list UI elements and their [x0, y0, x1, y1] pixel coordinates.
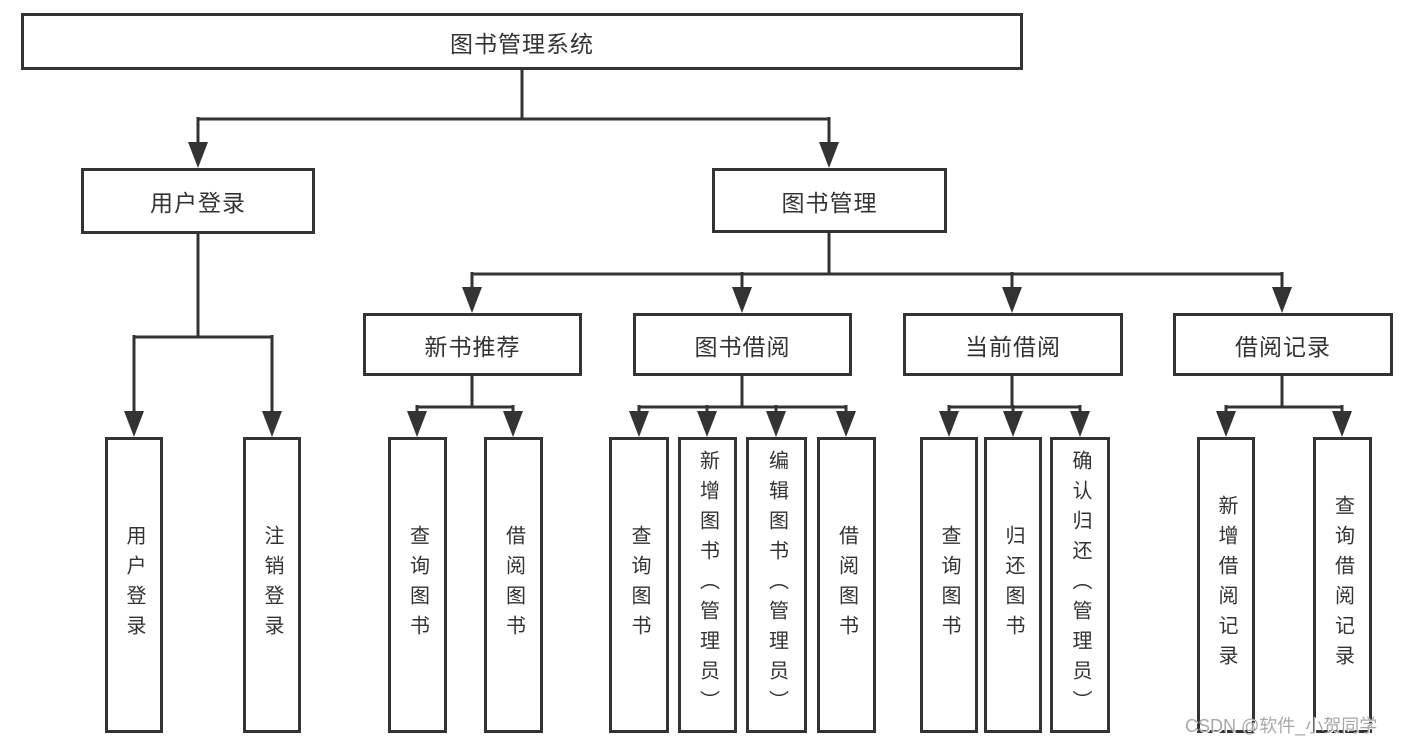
connector-root-to-level2: [188, 70, 839, 168]
arrowhead: [766, 411, 786, 437]
node-book-borrow-label: 图书借阅: [694, 333, 791, 360]
node-leaf-confirm-return-label: 确认归还（管理员）: [1069, 450, 1091, 720]
arrowhead: [1070, 411, 1090, 437]
arrowhead: [407, 411, 427, 437]
arrowhead: [1332, 411, 1352, 437]
node-book-mgmt: 图书管理: [712, 168, 947, 233]
node-leaf-add-record: 新增借阅记录: [1197, 437, 1255, 733]
arrowhead: [1002, 287, 1022, 313]
node-leaf-query-book-3-label: 查询图书: [938, 525, 960, 645]
node-leaf-add-book: 新增图书（管理员）: [678, 437, 737, 733]
connector-borrow-records-to-leaves: [1216, 376, 1352, 437]
connector-user-login-to-leaves: [124, 234, 282, 437]
arrowhead: [462, 287, 482, 313]
arrowhead: [629, 411, 649, 437]
node-user-login: 用户登录: [81, 168, 315, 234]
node-leaf-query-book-2: 查询图书: [609, 437, 669, 733]
arrowhead: [732, 287, 752, 313]
node-leaf-user-login-label: 用户登录: [123, 525, 145, 645]
node-leaf-query-book-1-label: 查询图书: [406, 525, 429, 645]
csdn-watermark: CSDN @软件_小贺同学: [1185, 716, 1378, 736]
node-leaf-add-book-label: 新增图书（管理员）: [696, 450, 719, 720]
node-book-borrow: 图书借阅: [633, 313, 852, 376]
node-leaf-query-book-2-label: 查询图书: [628, 525, 650, 645]
arrowhead: [1003, 411, 1023, 437]
node-leaf-edit-book: 编辑图书（管理员）: [746, 437, 807, 733]
node-leaf-query-book-3: 查询图书: [920, 437, 978, 733]
node-leaf-edit-book-label: 编辑图书（管理员）: [765, 450, 788, 720]
connector-new-book-rec-to-leaves: [407, 376, 523, 437]
arrowhead: [939, 411, 959, 437]
arrowhead: [1216, 411, 1236, 437]
node-leaf-borrow-book-1: 借阅图书: [484, 437, 543, 733]
connector-book-mgmt-to-level3: [462, 233, 1292, 313]
arrowhead: [1272, 287, 1292, 313]
node-leaf-query-book-1: 查询图书: [388, 437, 447, 733]
node-book-mgmt-label: 图书管理: [781, 189, 878, 216]
node-leaf-borrow-book-2-label: 借阅图书: [835, 525, 858, 645]
node-leaf-logout-label: 注销登录: [261, 525, 283, 645]
node-new-book-rec: 新书推荐: [363, 313, 582, 376]
connector-book-borrow-to-leaves: [629, 376, 856, 437]
node-leaf-borrow-book-2: 借阅图书: [817, 437, 876, 733]
node-current-borrow: 当前借阅: [903, 313, 1123, 376]
node-current-borrow-label: 当前借阅: [965, 333, 1061, 360]
node-leaf-return-book-label: 归还图书: [1002, 525, 1024, 645]
arrowhead: [124, 411, 144, 437]
connector-current-borrow-to-leaves: [939, 376, 1090, 437]
arrowhead: [819, 142, 839, 168]
arrowhead: [503, 411, 523, 437]
node-leaf-query-record: 查询借阅记录: [1313, 437, 1372, 733]
node-borrow-records-label: 借阅记录: [1235, 333, 1331, 360]
node-leaf-add-record-label: 新增借阅记录: [1215, 495, 1237, 675]
arrowhead: [836, 411, 856, 437]
arrowhead: [262, 411, 282, 437]
node-root-label: 图书管理系统: [450, 30, 594, 57]
node-new-book-rec-label: 新书推荐: [424, 333, 521, 360]
node-user-login-label: 用户登录: [150, 190, 246, 216]
node-leaf-query-record-label: 查询借阅记录: [1331, 495, 1354, 675]
node-leaf-confirm-return: 确认归还（管理员）: [1050, 437, 1110, 733]
arrowhead: [188, 142, 208, 168]
node-borrow-records: 借阅记录: [1173, 313, 1393, 376]
node-leaf-user-login: 用户登录: [105, 437, 163, 733]
arrowhead: [697, 411, 717, 437]
node-leaf-borrow-book-1-label: 借阅图书: [502, 525, 525, 645]
node-leaf-logout: 注销登录: [243, 437, 301, 733]
node-root: 图书管理系统: [21, 13, 1023, 70]
node-leaf-return-book: 归还图书: [984, 437, 1042, 733]
